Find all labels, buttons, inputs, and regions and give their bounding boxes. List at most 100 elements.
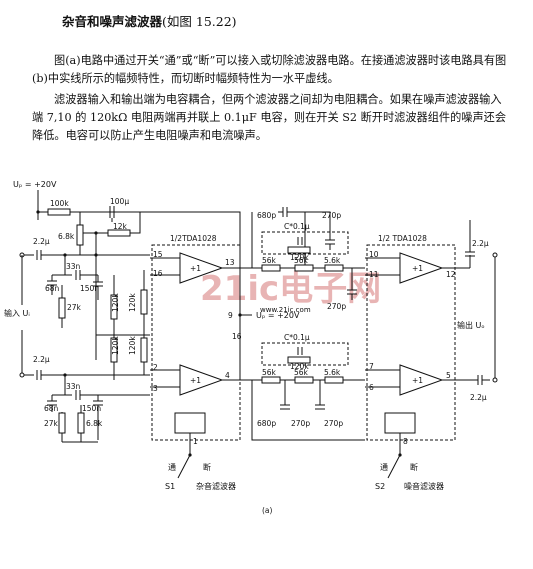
opamp-left-top: +1: [150, 252, 252, 284]
c-in-top-label: 2.2μ: [33, 237, 50, 246]
opamp-left-bottom-gain: +1: [190, 376, 201, 385]
resistor-120k-d: 120k: [128, 335, 148, 375]
c-star-bot-box: [261, 342, 349, 366]
r-120k-b-label: 120k: [128, 293, 137, 312]
filter-bottom: C*0.1μ 120k 56k 56k 5.6k 680p 270p 270p: [251, 333, 365, 441]
r-56k-c-label: 56k: [262, 368, 277, 377]
output-stage: 2.2μ 2.2μ 输出 Uₒ: [457, 220, 498, 402]
r-27k-top-label: 27k: [67, 303, 82, 312]
s2-desc: 噪音滤波器: [404, 481, 444, 491]
s1-off-label: 断: [203, 462, 211, 472]
r-5-6k-b-label: 5.6k: [324, 368, 341, 377]
c-680p-top-label: 680p: [257, 211, 276, 220]
pin-16-mid: 16: [232, 332, 242, 341]
c-68n-bot-label: 68n: [44, 404, 59, 413]
capacitor-100u: 100μ: [109, 197, 129, 222]
r-120k-top-label: 120k: [290, 253, 309, 262]
switch-block-left: [174, 412, 206, 434]
pin-7: 7: [369, 362, 374, 371]
watermark-url: www.21ic.com: [260, 306, 311, 314]
supply-mid: 9 Uₚ = +20V: [228, 311, 300, 320]
c-out-bot-label: 2.2μ: [470, 393, 487, 402]
c-out-top-label: 2.2μ: [472, 239, 489, 248]
r-100k-label: 100k: [50, 199, 69, 208]
opamp-left-top-gain: +1: [190, 264, 201, 273]
resistor-6-8k-top: 6.8k: [58, 212, 84, 255]
opamp-right-top: +1: [365, 252, 470, 284]
filter-top: 680p 270p C*0.1μ 120k 56k 56k 5.6k 270p: [251, 207, 365, 311]
input-bottom: 2.2μ 33n 68n 150n 27k 6.8k: [19, 355, 150, 443]
c-100u-label: 100μ: [110, 197, 129, 206]
pin-13: 13: [225, 258, 235, 267]
r-120k-c-label: 120k: [111, 336, 120, 355]
r-6-8k-top-label: 6.8k: [58, 232, 75, 241]
pin-11: 11: [369, 270, 379, 279]
figure-caption: (a): [262, 506, 273, 515]
c-star-top-box: [261, 231, 349, 255]
pin-15: 15: [153, 250, 163, 259]
paragraph-2-text: 滤波器输入和输出端为电容耦合，但两个滤波器之间却为电阻耦合。如果在噪声滤波器输入…: [32, 93, 507, 143]
c-68n-top-label: 68n: [45, 284, 60, 293]
c-270p-mid-label: 270p: [327, 302, 346, 311]
c-star-top-label: C*0.1μ: [284, 222, 310, 231]
opamp-right-bottom-gain: +1: [412, 376, 423, 385]
switch-s1[interactable]: 通 断 S1 杂音滤波器: [165, 453, 236, 491]
pin-6: 6: [369, 383, 374, 392]
pin-12: 12: [446, 270, 456, 279]
opamp-right-bottom: +1: [365, 364, 470, 396]
c-680p-bot-label: 680p: [257, 419, 276, 428]
s1-name: S1: [165, 482, 175, 491]
paragraph-1: 图(a)电路中通过开关“通”或“断”可以接入或切除滤波器电路。在接通滤波器时该电…: [32, 52, 512, 88]
pin-5: 5: [446, 371, 451, 380]
pin-9: 9: [228, 311, 233, 320]
s2-on-label: 通: [380, 462, 388, 472]
ic-left-label: 1/2TDA1028: [170, 234, 217, 243]
title-figure-ref: (如图 15.22): [162, 14, 237, 29]
s1-on-label: 通: [168, 462, 176, 472]
r-12k-label: 12k: [113, 222, 128, 231]
pin-1: 1: [193, 437, 198, 446]
paragraph-2: 滤波器输入和输出端为电容耦合，但两个滤波器之间却为电阻耦合。如果在噪声滤波器输入…: [32, 91, 512, 146]
r-56k-d-label: 56k: [294, 368, 309, 377]
paragraph-1-text: 图(a)电路中通过开关“通”或“断”可以接入或切除滤波器电路。在接通滤波器时该电…: [32, 54, 507, 86]
s2-name: S2: [375, 482, 385, 491]
input-label: 输入 Uᵢ: [4, 308, 30, 318]
r-56k-b-label: 56k: [294, 256, 309, 265]
section-title: 杂音和噪声滤波器(如图 15.22): [62, 11, 237, 30]
r-120k-a-label: 120k: [111, 293, 120, 312]
c-270p-bot-a-label: 270p: [291, 419, 310, 428]
resistor-120k-a: 120k: [110, 275, 120, 335]
supply-mid-label: Uₚ = +20V: [256, 311, 300, 320]
switch-block-right: [384, 412, 416, 434]
r-6-8k-bot-label: 6.8k: [86, 419, 103, 428]
ic-left-package: [151, 244, 241, 441]
switch-s2[interactable]: 通 断 S2 噪音滤波器: [375, 453, 444, 491]
c-270p-bot-b-label: 270p: [324, 419, 343, 428]
c-150n-bot-label: 150n: [82, 404, 101, 413]
c-150n-top-label: 150n: [80, 284, 99, 293]
output-label: 输出 Uₒ: [457, 320, 485, 330]
resistor-120k-b: 120k: [128, 270, 148, 335]
pin-2: 2: [153, 363, 158, 372]
ic-right-label: 1/2 TDA1028: [378, 234, 427, 243]
pin-3: 3: [153, 384, 158, 393]
pin-4: 4: [225, 371, 230, 380]
input-top: 2.2μ 33n 68n 150n 27k: [19, 237, 150, 328]
title-text: 杂音和噪声滤波器: [62, 14, 163, 29]
r-120k-d-label: 120k: [128, 336, 137, 355]
pin-8: 8: [403, 437, 408, 446]
c-star-bot-label: C*0.1μ: [284, 333, 310, 342]
pin-16: 16: [153, 269, 163, 278]
resistor-120k-c: 120k: [110, 335, 120, 380]
supply-top-label: Uₚ = +20V: [13, 180, 57, 189]
c-270p-top-label: 270p: [322, 211, 341, 220]
pin-10: 10: [369, 250, 379, 259]
watermark: 21ic电子网 www.21ic.com: [200, 269, 381, 314]
r-5-6k-a-label: 5.6k: [324, 256, 341, 265]
r-27k-bot-label: 27k: [44, 419, 59, 428]
resistor-100k: 100k: [47, 199, 71, 216]
opamp-right-top-gain: +1: [412, 264, 423, 273]
c-in-bot-label: 2.2μ: [33, 355, 50, 364]
r-120k-bot-label: 120k: [290, 362, 309, 371]
